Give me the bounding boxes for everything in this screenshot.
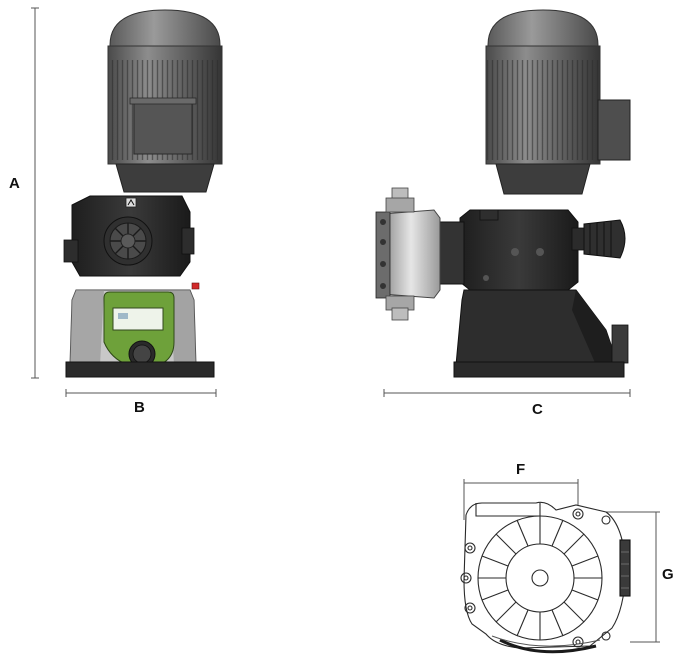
- dimension-f-line: [463, 479, 579, 520]
- dimension-c-line: [383, 389, 631, 397]
- dimension-label-g: G: [662, 566, 674, 583]
- dimension-label-f: F: [516, 461, 526, 478]
- dimension-label-c: C: [532, 401, 543, 418]
- dimension-b-line: [65, 389, 217, 397]
- top-view-pump-head: [460, 501, 631, 654]
- dimension-g-line: [600, 511, 660, 643]
- dimension-label-a: A: [9, 175, 20, 192]
- side-view-pump: [375, 9, 631, 378]
- dimension-label-b: B: [134, 399, 145, 416]
- dimension-a-line: [31, 7, 39, 379]
- front-view-pump: [63, 9, 223, 378]
